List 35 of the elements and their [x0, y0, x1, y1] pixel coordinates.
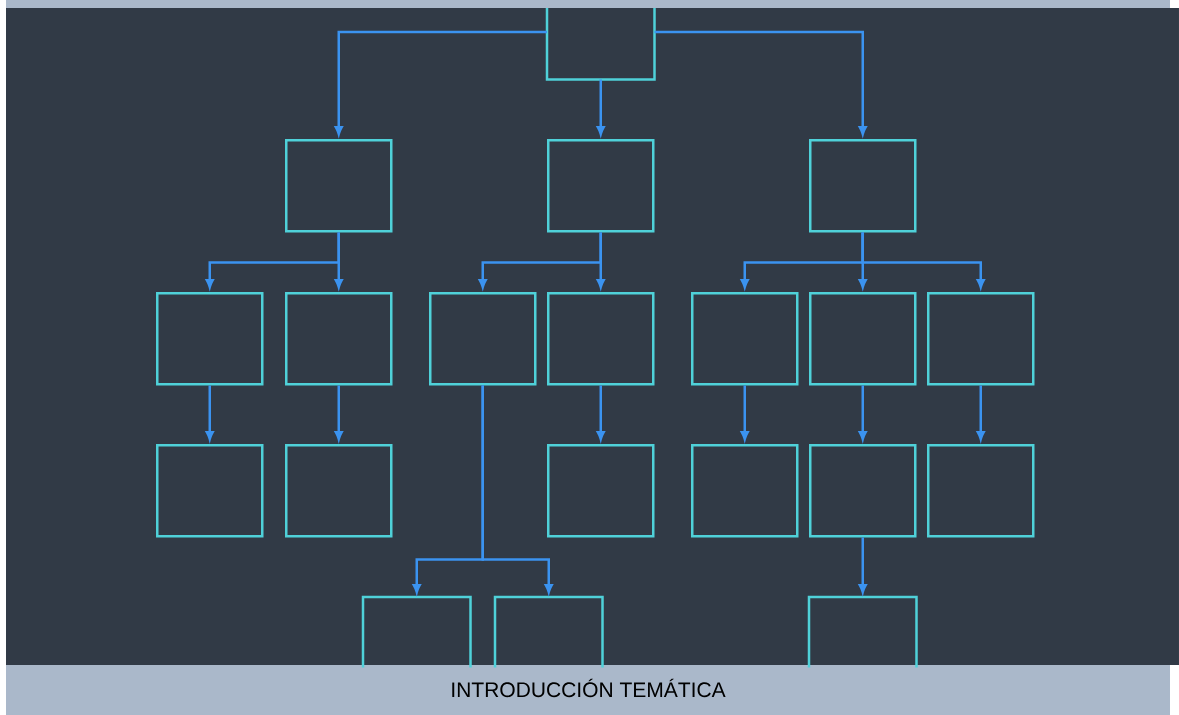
box — [547, 292, 655, 386]
arrow — [861, 232, 985, 289]
box — [927, 444, 1035, 538]
box — [285, 139, 393, 233]
arrow — [334, 232, 343, 289]
arrow — [596, 385, 605, 441]
box — [361, 595, 472, 668]
box — [285, 444, 393, 538]
box — [545, 8, 656, 81]
box — [429, 292, 537, 386]
box — [493, 595, 604, 668]
box — [809, 292, 917, 386]
arrow — [976, 385, 985, 441]
title: INTRODUCCIÓN TEMÁTICA — [452, 678, 726, 698]
box — [809, 444, 917, 538]
box — [156, 292, 264, 386]
arrow — [596, 232, 605, 289]
arrow — [334, 30, 547, 136]
arrow — [858, 385, 867, 441]
arrow — [596, 79, 605, 136]
box — [807, 595, 918, 668]
box — [285, 292, 393, 386]
arrow — [205, 385, 214, 441]
box — [547, 444, 655, 538]
box — [809, 139, 917, 233]
box — [927, 292, 1035, 386]
box — [691, 292, 799, 386]
box — [547, 139, 655, 233]
box — [691, 444, 799, 538]
box — [156, 444, 264, 538]
arrow — [654, 30, 867, 136]
arrow — [858, 537, 867, 594]
arrow — [334, 385, 343, 441]
arrow — [481, 385, 553, 594]
arrow — [740, 385, 749, 441]
